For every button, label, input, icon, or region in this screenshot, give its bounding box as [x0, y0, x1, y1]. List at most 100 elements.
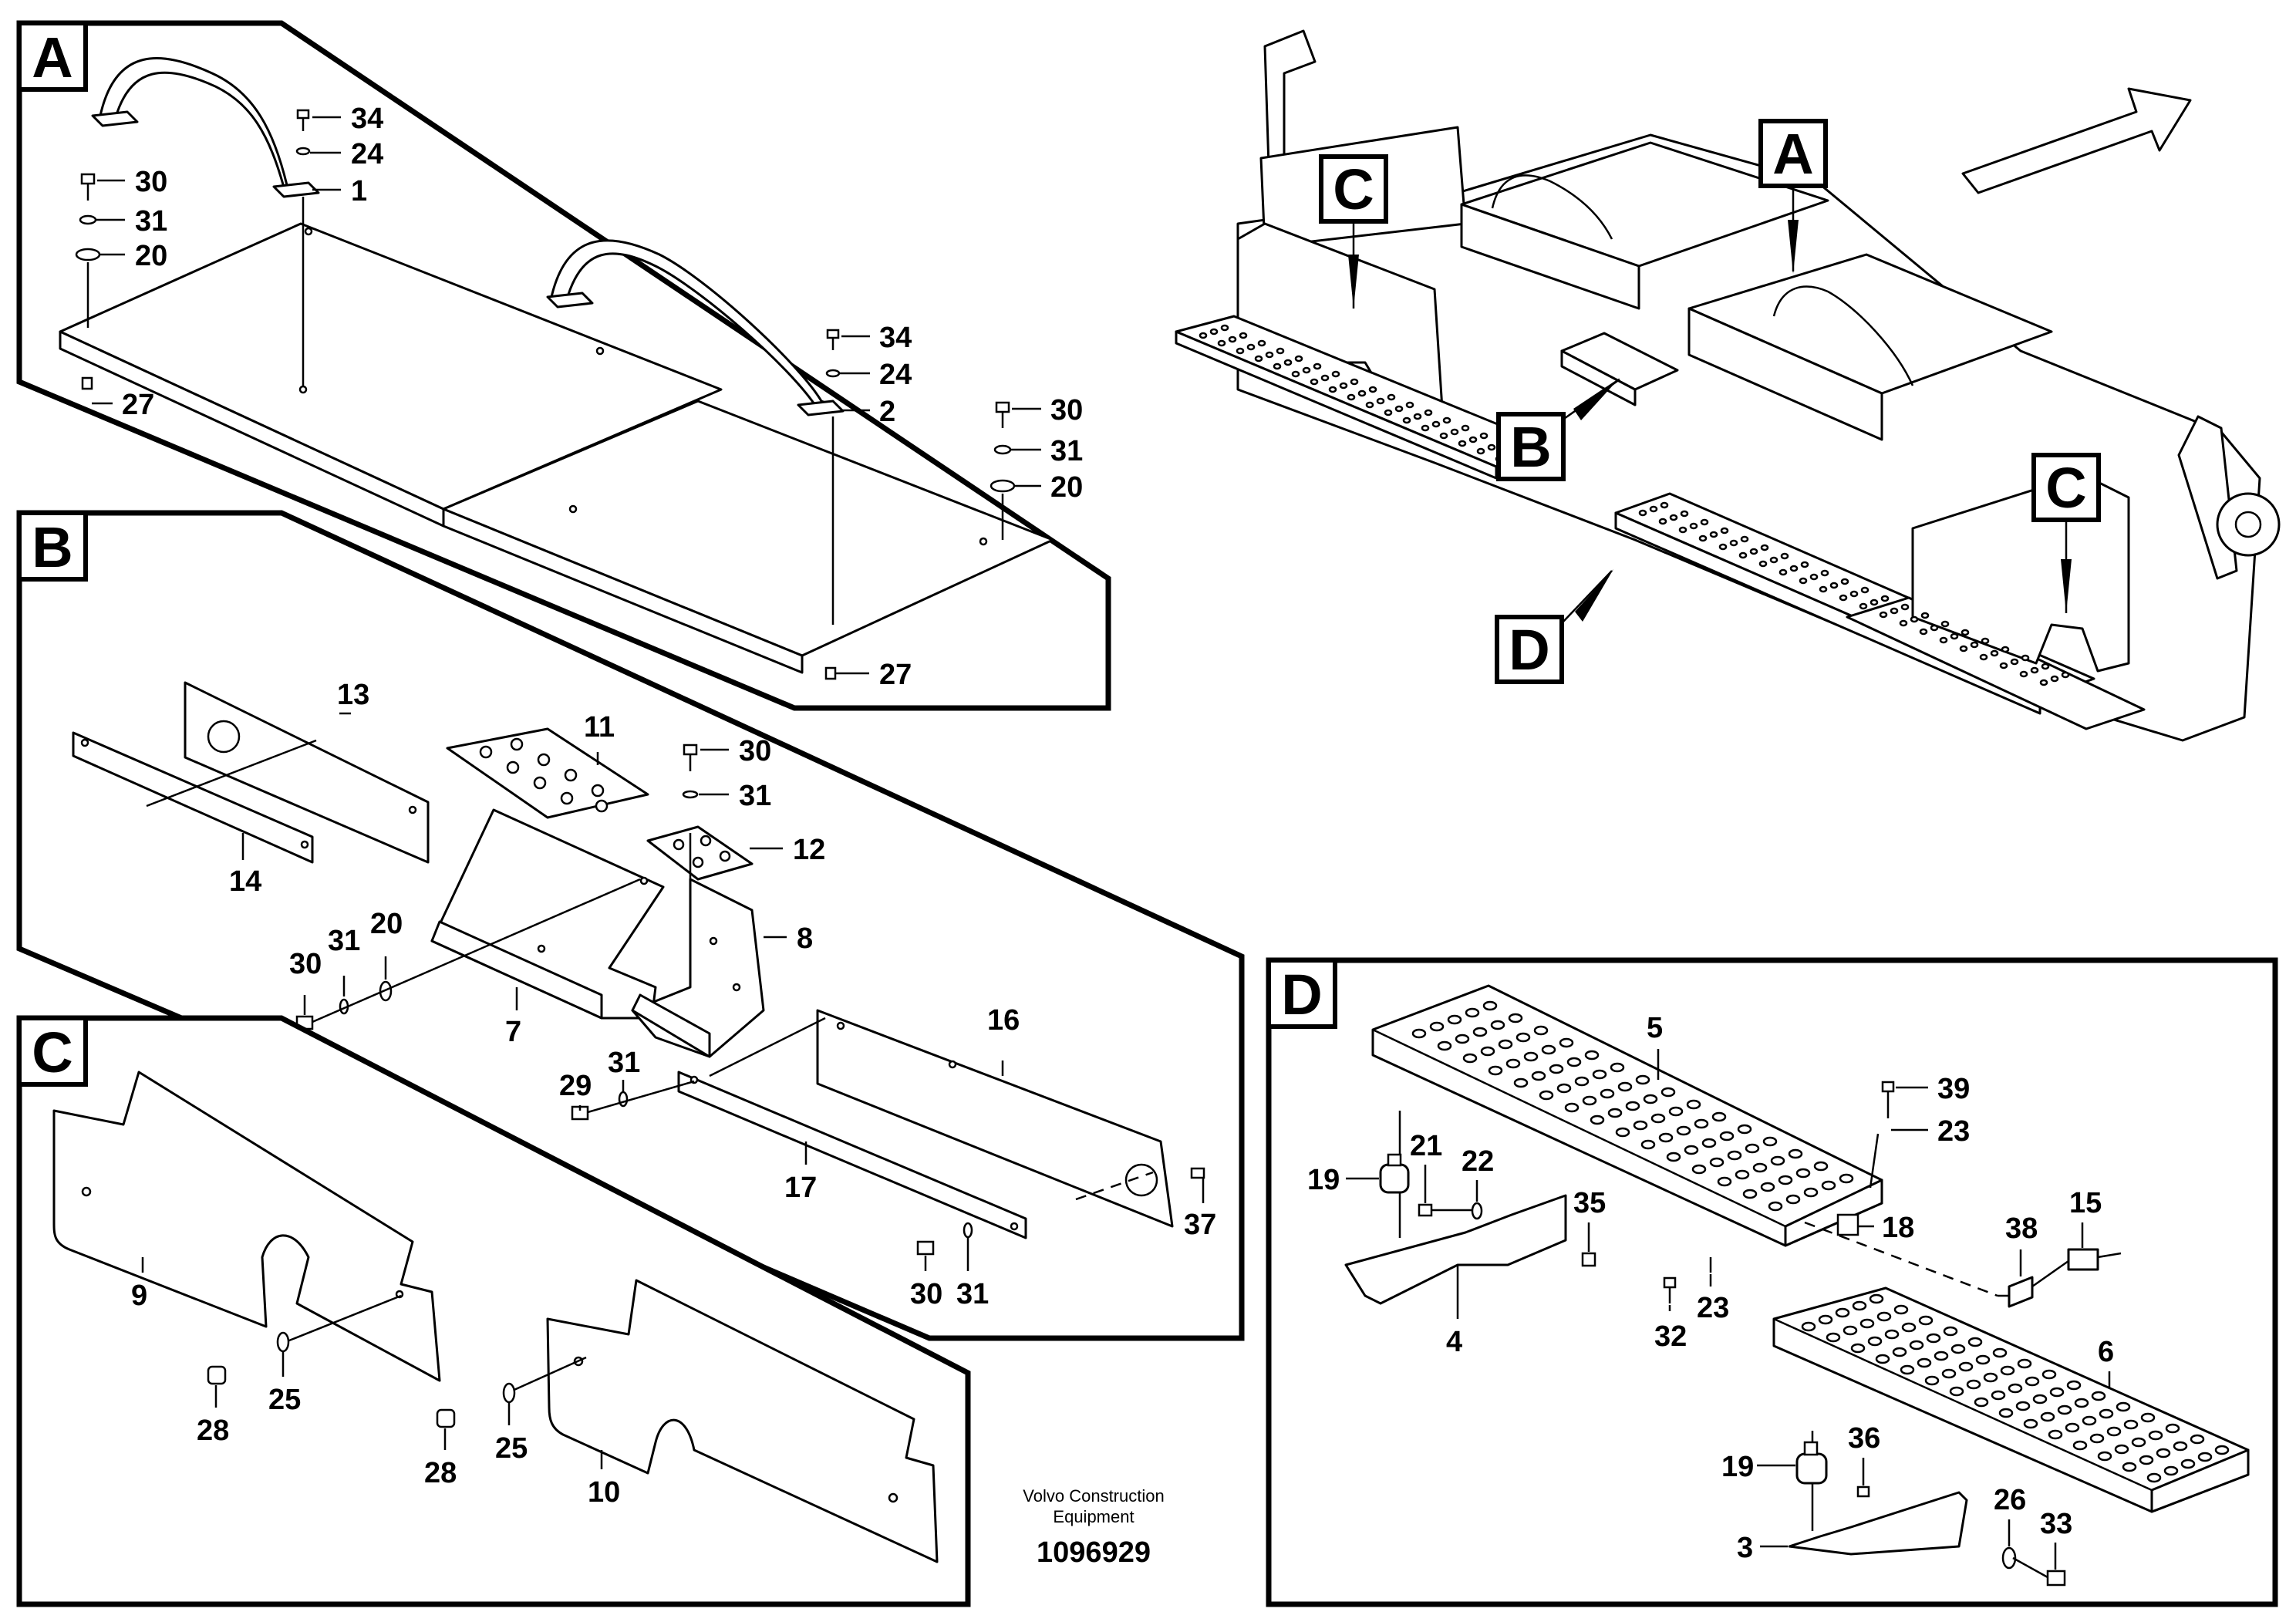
section-label-d — [1266, 958, 1337, 1029]
perforation-hole — [1574, 1076, 1590, 1087]
perforation-hole — [1778, 1175, 1793, 1185]
callout-d-18: 18 — [1882, 1212, 1914, 1244]
callout-b-31-top: 31 — [739, 780, 771, 812]
perforation-hole — [1926, 1333, 1941, 1344]
perforation-hole — [2050, 675, 2059, 683]
perforation-hole — [1413, 413, 1422, 420]
bracket-4 — [1344, 1194, 1567, 1305]
fastener-stack-right — [990, 401, 1016, 540]
perforation-hole — [1515, 1032, 1531, 1043]
perforation-hole — [2040, 1411, 2055, 1422]
perforation-hole — [1239, 332, 1248, 339]
perforation-hole — [1246, 343, 1256, 351]
perforation-hole — [1678, 526, 1687, 534]
perforation-hole — [1788, 1148, 1803, 1159]
perforation-hole — [2021, 654, 2030, 662]
perforation-hole — [1658, 1132, 1674, 1143]
perforation-hole — [1556, 1083, 1572, 1094]
perforation-hole — [1468, 436, 1478, 443]
perforation-hole — [1691, 1164, 1707, 1175]
perforation-hole — [1643, 1094, 1658, 1104]
perforation-hole — [1826, 1332, 1841, 1343]
callout-b-11: 11 — [584, 711, 615, 744]
perforation-hole — [1566, 1057, 1582, 1067]
perforation-hole — [1447, 1014, 1462, 1025]
perforation-hole — [1843, 1325, 1858, 1336]
perforation-hole — [1943, 1326, 1958, 1337]
perforation-hole — [1768, 1201, 1783, 1212]
callout-c-25-right: 25 — [495, 1432, 528, 1465]
callout-d-32: 32 — [1654, 1320, 1687, 1353]
credit-line-1: Volvo Construction — [1023, 1486, 1164, 1506]
perforation-hole — [1870, 599, 1879, 606]
perforation-hole — [1819, 585, 1828, 593]
perforation-hole — [1801, 1321, 1816, 1332]
perforation-hole — [1901, 1322, 1917, 1333]
perforation-hole — [1934, 1351, 1949, 1361]
perforation-hole — [1649, 505, 1658, 513]
callout-c-28-left: 28 — [197, 1415, 229, 1447]
perforation-hole — [1476, 447, 1485, 455]
perforation-hole — [1424, 409, 1433, 416]
perforation-hole — [1738, 551, 1748, 559]
perforation-hole — [1339, 382, 1348, 389]
perforation-hole — [1860, 586, 1870, 594]
perforation-hole — [1276, 347, 1285, 355]
perforation-hole — [2116, 1401, 2131, 1412]
perforation-hole — [1220, 324, 1229, 332]
perforation-hole — [1758, 560, 1768, 568]
perforation-hole — [1920, 612, 1930, 619]
perforation-hole — [2180, 1458, 2196, 1469]
callout-a-20-right: 20 — [1050, 471, 1083, 504]
perforation-hole — [1465, 1007, 1480, 1018]
callout-b-37: 37 — [1184, 1209, 1216, 1241]
callout-a-24-top: 24 — [351, 138, 383, 170]
perforation-hole — [1291, 370, 1300, 378]
credit-block: Volvo Construction Equipment 1096929 — [1023, 1486, 1164, 1569]
perforation-hole — [1803, 1187, 1819, 1198]
perforation-hole — [1717, 1176, 1732, 1187]
perforation-hole — [1809, 573, 1819, 581]
perforation-hole — [1498, 1039, 1513, 1050]
perforation-hole — [1852, 1300, 1867, 1311]
callout-d-23-bottom: 23 — [1697, 1292, 1729, 1324]
perforation-hole — [2015, 1401, 2031, 1411]
perforation-hole — [1694, 1118, 1709, 1129]
callout-a-1: 1 — [351, 175, 367, 207]
perforation-hole — [2122, 1462, 2137, 1472]
perforation-hole — [1660, 501, 1669, 509]
callout-b-30-bottom: 30 — [910, 1278, 942, 1310]
perforation-hole — [2032, 1394, 2048, 1404]
perforation-hole — [1720, 527, 1729, 534]
perforation-hole — [1867, 1336, 1883, 1347]
callout-b-17: 17 — [784, 1172, 817, 1204]
perforation-hole — [1461, 424, 1470, 432]
perforation-hole — [1638, 509, 1647, 517]
perforation-hole — [1835, 1307, 1850, 1318]
callout-b-8: 8 — [797, 922, 813, 955]
fastener-stack-rail-2 — [825, 329, 841, 625]
perforation-hole — [1875, 1354, 1890, 1364]
perforation-hole — [1795, 1168, 1811, 1179]
perforation-hole — [1729, 539, 1738, 547]
perforation-hole — [1658, 518, 1667, 525]
perforation-hole — [2039, 679, 2048, 686]
perforation-hole — [1482, 1000, 1498, 1011]
callout-a-27-left: 27 — [122, 389, 154, 421]
perforation-hole — [1839, 1173, 1854, 1184]
guard-9 — [52, 1071, 441, 1382]
perforation-hole — [1869, 1293, 1884, 1304]
overview-label-c-left-text: C — [1333, 157, 1374, 221]
perforation-hole — [1939, 636, 1948, 644]
perforation-hole — [1437, 1040, 1452, 1051]
perforation-hole — [1709, 531, 1718, 538]
document-number: 1096929 — [1037, 1536, 1151, 1569]
perforation-hole — [1472, 1027, 1488, 1037]
perforation-hole — [1660, 1087, 1676, 1098]
perforation-hole — [1283, 359, 1293, 366]
overview-label-b — [1496, 412, 1566, 481]
perforation-hole — [1970, 641, 1979, 649]
callout-a-20-left: 20 — [135, 240, 167, 272]
pad-12 — [646, 825, 754, 881]
